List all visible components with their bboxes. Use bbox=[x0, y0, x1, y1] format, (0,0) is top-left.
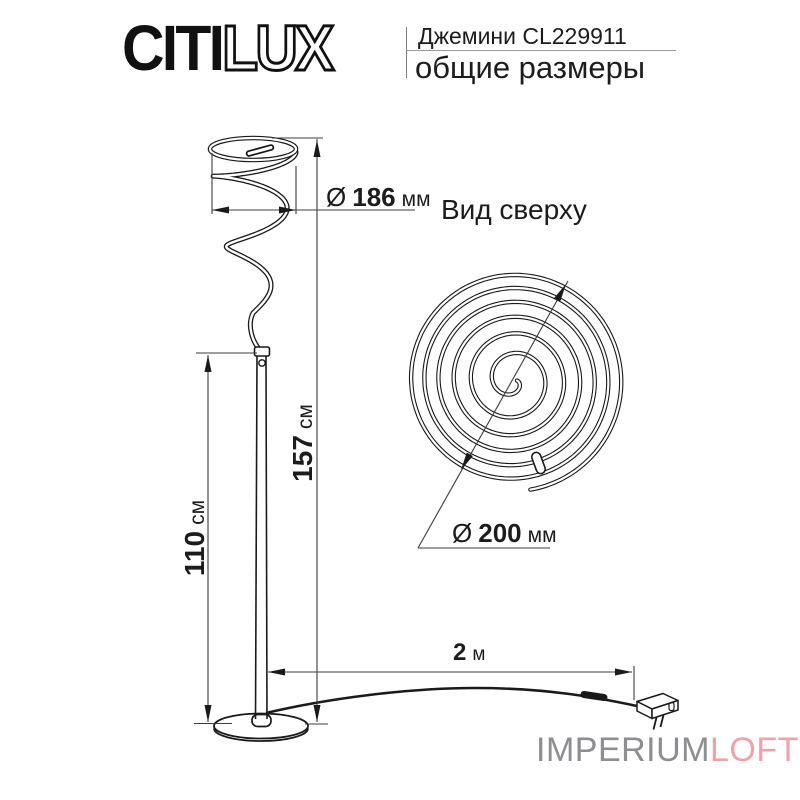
header-rule bbox=[406, 50, 676, 51]
diameter-symbol: Ø bbox=[326, 182, 347, 212]
top-view-spiral bbox=[408, 272, 624, 492]
spiral-tube-end-cap bbox=[530, 451, 547, 475]
head-diameter-unit: мм bbox=[401, 188, 431, 211]
power-plug bbox=[636, 692, 679, 730]
pole-joint-collar bbox=[253, 346, 271, 357]
logo-text-citi: CITI bbox=[122, 12, 225, 84]
lamp-head-top-ring bbox=[207, 135, 299, 163]
top-view-diameter-value: 200 bbox=[478, 518, 522, 548]
dimension-lines bbox=[194, 137, 635, 725]
citilux-logo: CITILUX bbox=[122, 15, 336, 82]
power-cable bbox=[265, 686, 638, 715]
top-view-diameter-label: Ø 200 мм bbox=[452, 518, 557, 549]
page-subtitle: общие размеры bbox=[415, 50, 646, 85]
watermark-imperium: IMPERIUM bbox=[536, 731, 710, 769]
cable-length-value: 2 bbox=[453, 639, 467, 666]
total-height-unit: см bbox=[294, 404, 317, 430]
cable-length-label: 2 м bbox=[453, 639, 485, 667]
logo-text-lux: LUX bbox=[221, 12, 336, 84]
cable-length-unit: м bbox=[472, 644, 486, 665]
pole-height-value: 110 bbox=[179, 530, 210, 577]
plug-prongs bbox=[652, 714, 665, 730]
total-height-value: 157 bbox=[287, 435, 318, 482]
pole-height-label: 110 см bbox=[179, 483, 211, 593]
head-diameter-value: 186 bbox=[352, 182, 396, 212]
watermark-loft: LOFT bbox=[710, 731, 799, 769]
imperiumloft-watermark: IMPERIUMLOFT bbox=[536, 733, 799, 767]
head-diameter-label: Ø 186 мм bbox=[326, 182, 431, 213]
header-divider bbox=[406, 27, 407, 78]
cable-ferrite-bead bbox=[580, 691, 608, 701]
total-height-label: 157 см bbox=[287, 388, 319, 498]
dimension-arrows bbox=[204, 140, 632, 722]
diameter-symbol: Ø bbox=[452, 518, 473, 548]
lamp-spiral-head bbox=[210, 149, 299, 354]
product-title: Джемини CL229911 bbox=[418, 23, 627, 49]
pole-height-unit: см bbox=[186, 499, 209, 525]
top-view-title: Вид сверху bbox=[441, 194, 587, 225]
top-view-diameter-unit: мм bbox=[527, 524, 557, 547]
lamp-pole bbox=[253, 346, 271, 720]
pole-screw bbox=[258, 359, 266, 367]
